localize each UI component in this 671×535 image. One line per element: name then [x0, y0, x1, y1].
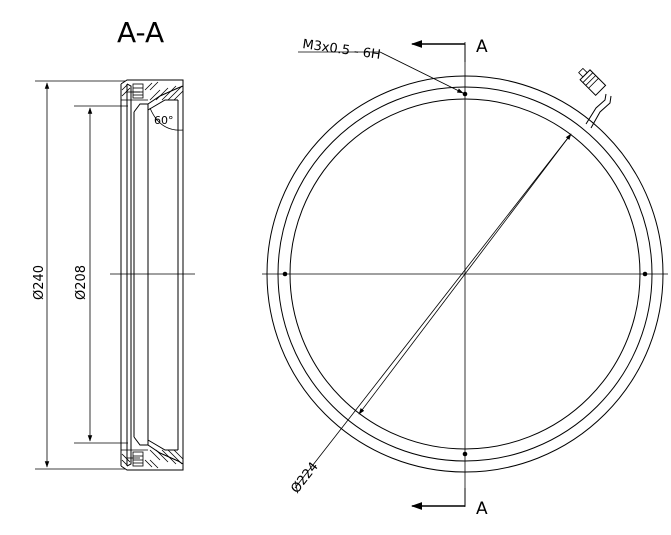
hole-point-top	[462, 91, 468, 97]
diameter-224-line	[294, 133, 572, 489]
id-dimension-label: Ø208	[74, 265, 89, 300]
od-dimension-label: Ø240	[32, 265, 47, 300]
angle-arc	[149, 107, 184, 131]
section-title: A-A	[117, 16, 164, 49]
cable-connector	[578, 67, 612, 129]
diameter-224-arrow-top	[464, 133, 572, 275]
diameter-224-label: Ø224	[288, 460, 321, 497]
ring-section-profile	[120, 79, 184, 471]
hole-point-left	[282, 271, 288, 277]
section-view: A-A Ø240 Ø208	[32, 16, 195, 471]
section-marker-top-label: A	[476, 37, 488, 57]
diameter-224-arrow-bottom	[358, 273, 466, 415]
angle-label: 60°	[154, 114, 174, 127]
thread-callout-label: M3x0.5 - 6H	[301, 37, 381, 63]
hole-point-bottom	[462, 451, 468, 457]
hole-point-right	[642, 271, 648, 277]
section-marker-bottom-label: A	[476, 499, 488, 519]
front-view: M3x0.5 - 6H Ø224 A A	[262, 37, 668, 519]
thread-leader-line	[379, 51, 464, 94]
